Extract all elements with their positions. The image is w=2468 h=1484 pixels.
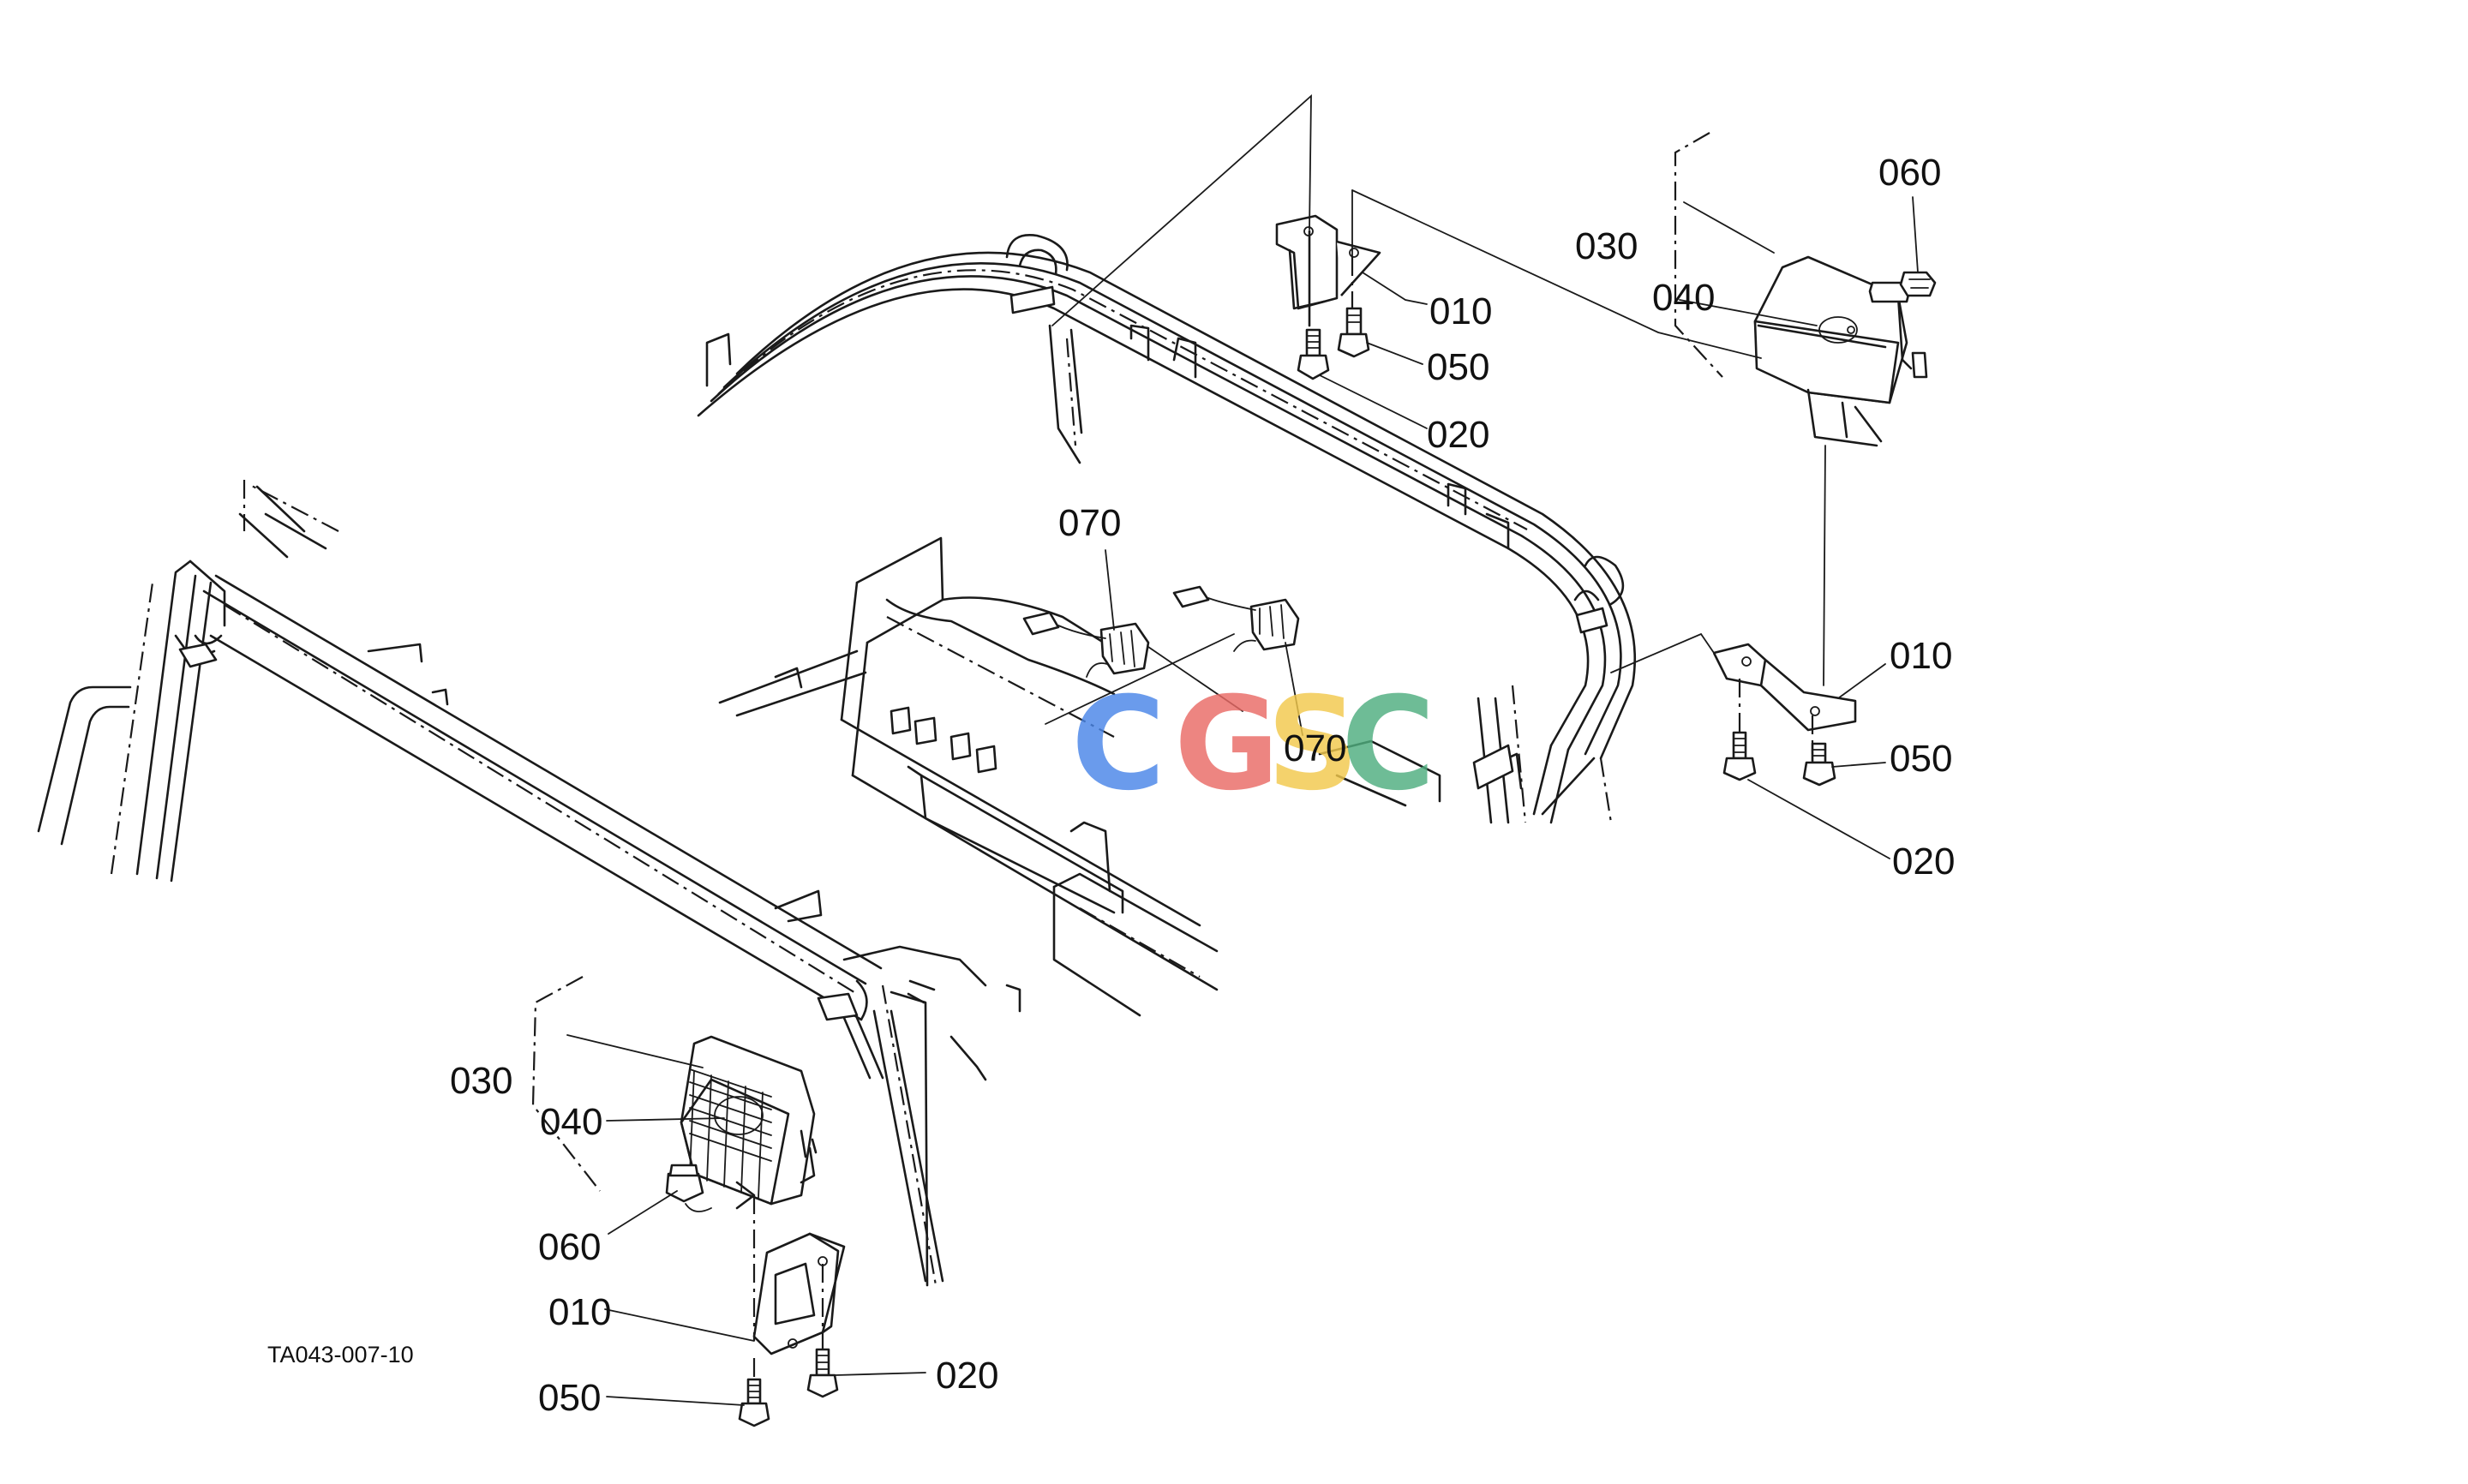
callout-040: 040: [540, 1101, 602, 1143]
bolt-020-right: [1722, 731, 1757, 781]
callout-040: 040: [1652, 277, 1715, 319]
watermark: C G S C: [1071, 670, 1435, 819]
bolt-020-top: [1297, 328, 1330, 380]
watermark-letter: S: [1267, 670, 1359, 819]
callout-060: 060: [538, 1226, 601, 1268]
callout-labels: 010 050 020 030 040 060 070 070 010 050 …: [267, 152, 1955, 1419]
console-panel: [718, 536, 1441, 1017]
watermark-letter: G: [1174, 670, 1279, 819]
callout-060: 060: [1878, 152, 1941, 194]
top-frame: [697, 233, 1637, 824]
callout-030: 030: [450, 1060, 512, 1102]
bracket-top: [1275, 214, 1381, 327]
callout-010: 010: [548, 1291, 611, 1333]
bracket-left: [752, 1195, 846, 1362]
connector-upper: [1172, 585, 1300, 652]
bolt-050-top: [1337, 307, 1370, 358]
watermark-letter: C: [1071, 670, 1165, 819]
bracket-right: [1712, 643, 1857, 754]
callout-070: 070: [1284, 727, 1346, 769]
callout-020: 020: [1427, 414, 1489, 456]
callout-050: 050: [1890, 738, 1952, 780]
callout-010: 010: [1890, 635, 1952, 677]
callout-020: 020: [936, 1355, 998, 1397]
lamp-assembly-right: [1674, 132, 1937, 447]
lamp-assembly-left: [531, 976, 818, 1212]
figure-code: TA043-007-10: [267, 1342, 414, 1367]
callout-010: 010: [1429, 290, 1492, 332]
callout-020: 020: [1892, 841, 1955, 883]
left-frame: [37, 480, 1021, 1287]
callout-070: 070: [1058, 502, 1121, 544]
callout-030: 030: [1575, 225, 1638, 267]
bolt-050-left: [738, 1358, 770, 1427]
bolt-020-left: [806, 1348, 839, 1398]
callout-050: 050: [1427, 346, 1489, 388]
leader-lines: [566, 93, 1919, 1406]
bolt-050-right: [1802, 742, 1836, 787]
callout-050: 050: [538, 1377, 601, 1419]
watermark-letter: C: [1341, 670, 1435, 819]
connector-lower: [1022, 611, 1150, 678]
